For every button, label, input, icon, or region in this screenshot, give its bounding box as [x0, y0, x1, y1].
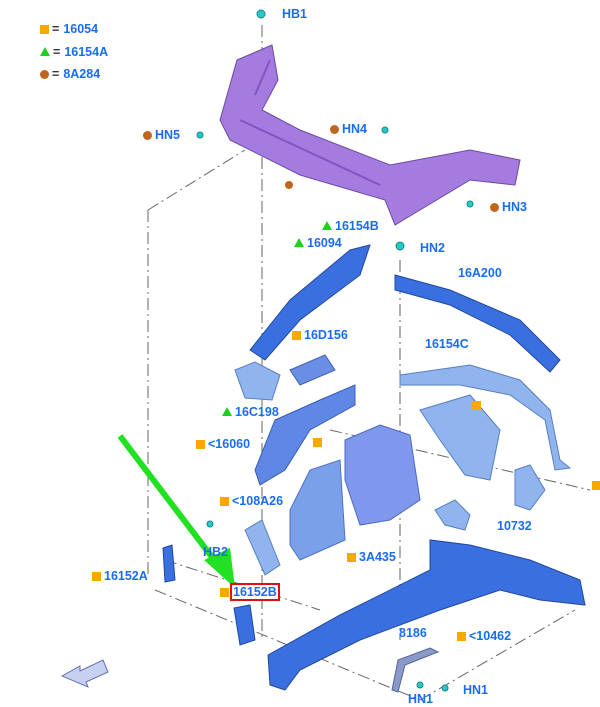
square-marker-icon [40, 25, 49, 34]
callout-hn2[interactable]: HN2 [420, 241, 446, 255]
square-marker-icon [220, 588, 229, 597]
orientation-arrow-icon [60, 659, 109, 688]
triangle-marker-icon [294, 238, 304, 247]
equals-sign: = [53, 45, 61, 59]
part-16a200 [394, 274, 561, 373]
legend-value: 16054 [63, 22, 99, 36]
radiator-support-part [219, 44, 521, 226]
callout-3a435[interactable]: 3A435 [347, 550, 396, 564]
circle-marker-icon [40, 70, 49, 79]
part-3a435 [344, 424, 421, 526]
part-108a26 [244, 519, 281, 576]
legend-item-circle: =8A284 [40, 67, 100, 81]
highlighted-callout-text: 16152B [230, 583, 280, 601]
callout-hb2[interactable]: HB2 [203, 545, 229, 559]
callout-hb1[interactable]: HB1 [282, 7, 308, 21]
clip-8a284-marker [285, 181, 293, 189]
square-marker-icon [592, 481, 600, 490]
callout-16a200[interactable]: 16A200 [458, 266, 502, 280]
legend-value: 16154A [64, 45, 109, 59]
callout-hn4[interactable]: HN4 [330, 122, 367, 136]
callout-text: 16C198 [235, 405, 279, 419]
square-marker-icon [457, 632, 466, 641]
legend-item-triangle: =16154A [40, 45, 108, 59]
callout-16c198[interactable]: 16C198 [222, 405, 279, 419]
callout-text: 16D156 [304, 328, 348, 342]
square-marker-icon [196, 440, 205, 449]
fasteners [196, 9, 474, 692]
triangle-marker-icon [222, 407, 232, 416]
part-16152b [233, 604, 256, 646]
callout-text: <108A26 [232, 494, 284, 508]
callout-text: 3A435 [359, 550, 396, 564]
part-16154c [399, 364, 572, 471]
callout-text: <10462 [469, 629, 512, 643]
square-marker-icon [347, 553, 356, 562]
callout-16060[interactable]: <16060 [196, 437, 250, 451]
circle-marker-icon [330, 125, 339, 134]
callout-10462[interactable]: <10462 [457, 629, 511, 643]
callout-108a26[interactable]: <108A26 [220, 494, 283, 508]
callout-16154c[interactable]: 16154C [425, 337, 469, 351]
part-16d156 [289, 354, 336, 386]
callout-hn5[interactable]: HN5 [143, 128, 180, 142]
dash-lines [147, 25, 591, 701]
square-marker-icon [292, 331, 301, 340]
wheelhouse-part [289, 459, 346, 561]
callout-text: 16152A [104, 569, 148, 583]
callout-hn3[interactable]: HN3 [490, 200, 527, 214]
upper-rail-part [249, 244, 371, 361]
callout-16152b[interactable]: 16152B [220, 583, 280, 601]
callout-text: HN5 [155, 128, 181, 142]
equals-sign: = [52, 67, 60, 81]
callout-text: 16154B [335, 219, 379, 233]
callout-10732[interactable]: 10732 [497, 519, 532, 533]
circle-marker-icon [490, 203, 499, 212]
callout-16094[interactable]: 16094 [294, 236, 342, 250]
part-16152a [162, 544, 176, 583]
callout-hn1-right[interactable]: HN1 [463, 683, 489, 697]
callout-hn1-left[interactable]: HN1 [408, 692, 434, 706]
circle-marker-icon [143, 131, 152, 140]
legend-item-square: =16054 [40, 22, 98, 36]
callout-8186[interactable]: 8186 [399, 626, 427, 640]
part-right-bracket [514, 464, 546, 511]
triangle-marker-icon [40, 47, 50, 56]
callout-text: HN4 [342, 122, 368, 136]
callout-16d156[interactable]: 16D156 [292, 328, 348, 342]
triangle-marker-icon [322, 221, 332, 230]
green-arrow-icon [117, 434, 235, 588]
callout-16152a[interactable]: 16152A [92, 569, 148, 583]
part-16060 [254, 384, 356, 486]
equals-sign: = [52, 22, 60, 36]
callout-16154b[interactable]: 16154B [322, 219, 379, 233]
square-marker-icon [92, 572, 101, 581]
part-8186 [391, 647, 440, 693]
legend-value: 8A284 [63, 67, 101, 81]
callout-text: 16094 [307, 236, 342, 250]
part-10732 [434, 499, 471, 531]
callout-text: HN3 [502, 200, 528, 214]
square-marker-icon [472, 401, 481, 410]
main-rail-part [267, 539, 586, 691]
part-16c198 [234, 361, 281, 401]
square-marker-icon [313, 438, 322, 447]
square-marker-icon [220, 497, 229, 506]
callout-text: <16060 [208, 437, 251, 451]
bracket-part [419, 394, 501, 481]
